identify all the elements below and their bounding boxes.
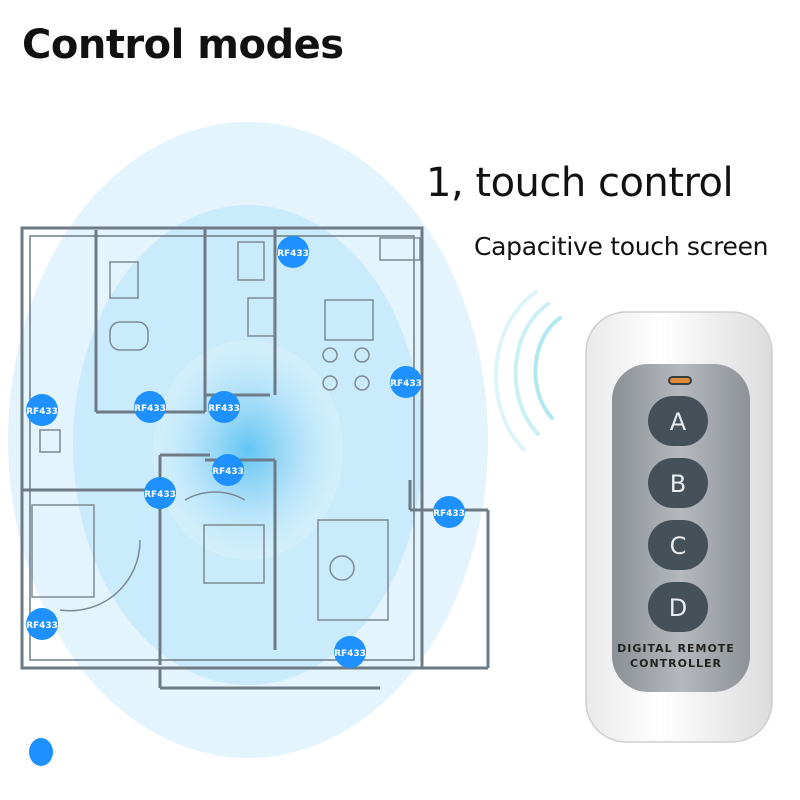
remote-button-a: A bbox=[648, 396, 708, 446]
rf433-node-label: RF433 bbox=[390, 379, 422, 389]
remote-button-b: B bbox=[648, 458, 708, 508]
rf433-node-dot bbox=[390, 366, 422, 398]
mode-subheading: Capacitive touch screen bbox=[474, 232, 769, 261]
rf433-node: RF433 bbox=[26, 394, 58, 426]
remote-button-d: D bbox=[648, 582, 708, 632]
dining-table bbox=[324, 299, 374, 341]
rf433-node: RF433 bbox=[277, 236, 309, 268]
rf433-node: RF433 bbox=[134, 391, 166, 423]
mode-heading: 1, touch control bbox=[426, 160, 734, 206]
toilet bbox=[109, 321, 149, 351]
rf433-node-dot bbox=[334, 636, 366, 668]
remote-button-label: C bbox=[670, 532, 687, 560]
rf433-node-dot bbox=[144, 477, 176, 509]
decorative-dot bbox=[29, 738, 53, 766]
rf433-node-label: RF433 bbox=[212, 467, 244, 477]
rf433-node-label: RF433 bbox=[144, 490, 176, 500]
floorplan-walls bbox=[20, 226, 490, 690]
desk bbox=[317, 519, 389, 621]
coverage-rings bbox=[8, 122, 488, 758]
rf433-node: RF433 bbox=[208, 391, 240, 423]
bed bbox=[31, 504, 95, 598]
rf433-node: RF433 bbox=[144, 477, 176, 509]
rf433-node-dot bbox=[26, 608, 58, 640]
coverage-ring-inner bbox=[153, 340, 343, 560]
rf433-node-label: RF433 bbox=[134, 404, 166, 414]
rf433-node-label: RF433 bbox=[208, 404, 240, 414]
remote-caption-line1: DIGITAL REMOTE bbox=[617, 642, 735, 655]
stove bbox=[379, 237, 421, 261]
signal-waves-icon bbox=[494, 290, 562, 452]
remote-button-c: C bbox=[648, 520, 708, 570]
rf433-node: RF433 bbox=[26, 608, 58, 640]
chair bbox=[329, 555, 355, 581]
rf433-node-label: RF433 bbox=[277, 249, 309, 259]
rf433-node: RF433 bbox=[334, 636, 366, 668]
remote-caption-line2: CONTROLLER bbox=[630, 657, 722, 670]
rf433-node: RF433 bbox=[390, 366, 422, 398]
sink bbox=[109, 261, 139, 299]
rf433-node: RF433 bbox=[433, 496, 465, 528]
floorplan-furniture bbox=[31, 237, 421, 621]
rf433-node-label: RF433 bbox=[26, 621, 58, 631]
remote-button-label: B bbox=[670, 470, 686, 498]
rf433-node-label: RF433 bbox=[334, 649, 366, 659]
rf433-node-dot bbox=[212, 454, 244, 486]
bed bbox=[203, 524, 265, 584]
page-title: Control modes bbox=[22, 22, 344, 68]
remote-button-label: D bbox=[669, 594, 687, 622]
remote-button-label: A bbox=[670, 408, 687, 436]
rf433-node-dot bbox=[208, 391, 240, 423]
fixture bbox=[39, 429, 61, 453]
rf433-node-dot bbox=[433, 496, 465, 528]
door-arc bbox=[184, 491, 246, 501]
remote-controller: A B C D DIGITAL REMOTE CONTROLLER bbox=[585, 311, 773, 743]
cabinet bbox=[237, 241, 265, 281]
cabinet bbox=[247, 297, 275, 337]
rf433-node: RF433 bbox=[212, 454, 244, 486]
rf433-node-dot bbox=[277, 236, 309, 268]
rf433-node-label: RF433 bbox=[433, 509, 465, 519]
door-arc bbox=[59, 539, 141, 612]
rf433-node-dot bbox=[26, 394, 58, 426]
rf433-node-dot bbox=[134, 391, 166, 423]
rf433-node-label: RF433 bbox=[26, 407, 58, 417]
